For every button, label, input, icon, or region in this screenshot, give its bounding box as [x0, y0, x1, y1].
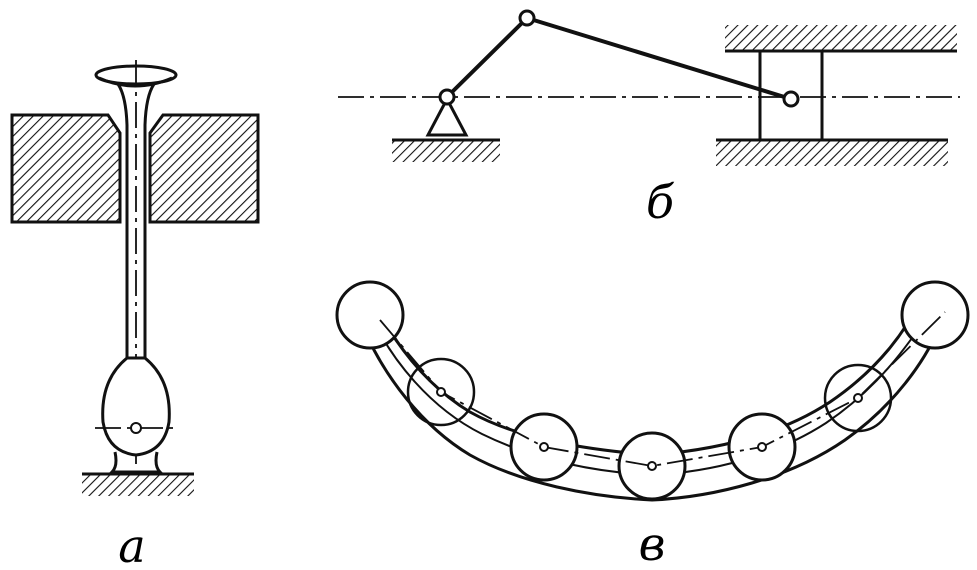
slider-pin-joint	[782, 90, 800, 108]
chain-pin	[853, 393, 863, 403]
ground-a-hatched	[82, 474, 194, 496]
crank	[445, 16, 529, 99]
crank-pin-joint	[518, 9, 536, 27]
panel-a-valve: a	[10, 60, 260, 570]
chain-roller-end-left	[335, 280, 405, 350]
chain-pin	[539, 442, 549, 452]
chain-outline-inner	[371, 297, 924, 457]
panel-b-slider-crank: б	[338, 9, 960, 229]
chain-roller-end-right	[900, 280, 970, 350]
fixed-pivot-support	[392, 95, 500, 162]
slider-block	[758, 51, 824, 140]
label-a: a	[118, 519, 145, 570]
engine-block-hatched	[10, 113, 260, 224]
pivot-joint	[438, 88, 456, 106]
cam-follower	[95, 356, 178, 474]
chain-roller	[823, 363, 893, 433]
chain-pin	[647, 461, 657, 471]
guides-hatched	[716, 25, 957, 166]
label-c: в	[639, 517, 666, 570]
panel-c-chain: в	[335, 280, 970, 570]
chain-pin	[436, 387, 446, 397]
label-b: б	[646, 175, 675, 229]
chain-roller	[406, 357, 476, 427]
connecting-rod	[525, 16, 793, 101]
chain-pin	[757, 442, 767, 452]
